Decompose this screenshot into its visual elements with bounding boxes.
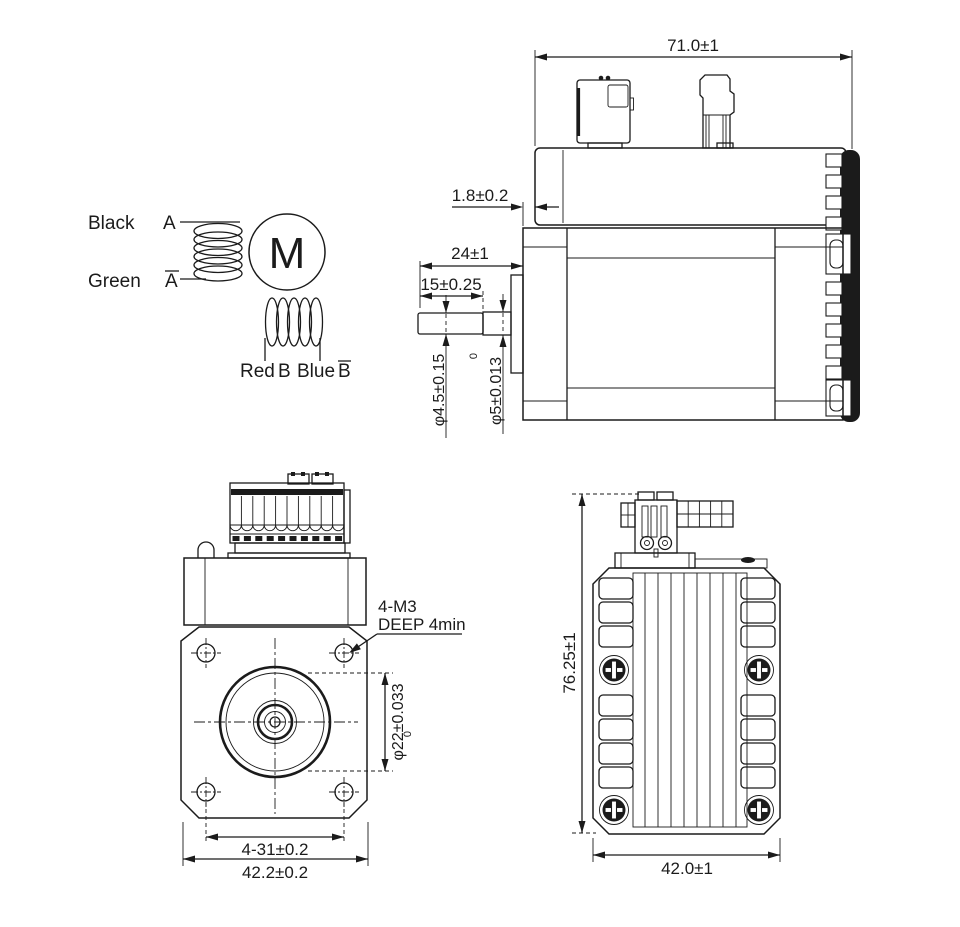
motor-body-side bbox=[522, 227, 844, 421]
dim-mount-depth: DEEP 4min bbox=[378, 615, 466, 634]
heatsink-side-slots bbox=[598, 577, 776, 789]
side-connector-left bbox=[576, 75, 634, 149]
dim-shaft-base-upper-tol: 0 bbox=[468, 353, 480, 359]
lead-blue-label: Blue bbox=[297, 361, 335, 382]
led-indicator bbox=[741, 557, 755, 563]
side-connector-right bbox=[699, 74, 735, 149]
mounting-flange bbox=[180, 626, 368, 819]
mounting-holes bbox=[191, 638, 359, 807]
dim-shaft-step-length: 15±0.25 bbox=[420, 275, 481, 294]
wiring-diagram: Black A Green A M Red B B bbox=[88, 213, 351, 382]
terminal-scallops bbox=[229, 524, 345, 532]
dim-hole-spacing: 4-31±0.2 bbox=[242, 840, 309, 859]
driver-housing bbox=[534, 147, 847, 226]
rear-connector-assembly bbox=[614, 491, 768, 569]
motor-circle bbox=[248, 213, 326, 291]
terminal-b-label: B bbox=[278, 361, 291, 382]
pilot-boss-side bbox=[510, 274, 524, 374]
corner-screws bbox=[599, 655, 774, 825]
dim-body-width: 42.0±1 bbox=[661, 859, 713, 878]
side-view: 71.0±1 bbox=[417, 36, 860, 438]
phase-b-coil bbox=[264, 297, 324, 347]
lead-black-label: Black bbox=[88, 213, 135, 234]
pilot-and-shaft bbox=[218, 665, 332, 779]
dim-shaft-length: 24±1 bbox=[451, 244, 489, 263]
dim-flange-width: 42.2±0.2 bbox=[242, 863, 308, 882]
shaft-base bbox=[482, 311, 512, 336]
dim-housing-offset: 1.8±0.2 bbox=[452, 186, 509, 205]
terminal-contacts bbox=[232, 536, 343, 541]
dim-shaft-base-diameter: φ5±0.013 bbox=[488, 357, 505, 425]
terminal-a-label: A bbox=[163, 213, 176, 234]
motor-symbol: M bbox=[269, 229, 306, 278]
terminal-dividers bbox=[240, 496, 334, 525]
dim-pilot-diameter: φ22±0.033 bbox=[390, 683, 407, 760]
dim-overall-length: 71.0±1 bbox=[667, 36, 719, 55]
terminal-b-bar-label: B bbox=[338, 361, 351, 382]
dim-mount-thread: 4-M3 bbox=[378, 597, 417, 616]
shaft-tip bbox=[417, 312, 484, 335]
dim-overall-height: 76.25±1 bbox=[560, 632, 579, 693]
heatsink-center-fins bbox=[632, 572, 748, 828]
indicator-dome bbox=[197, 541, 215, 558]
rear-view: 76.25±1 42.0±1 bbox=[560, 491, 781, 878]
lead-green-label: Green bbox=[88, 271, 141, 292]
front-view: 4-M3 DEEP 4min φ22±0.033 0 4-31±0.2 42.2… bbox=[180, 472, 466, 882]
front-housing bbox=[183, 557, 367, 626]
phase-a-coil bbox=[193, 222, 243, 282]
terminal-block bbox=[227, 472, 351, 559]
dim-shaft-tip-diameter: φ4.5±0.15 bbox=[431, 354, 448, 427]
lead-red-label: Red bbox=[240, 361, 275, 382]
terminal-a-bar-label: A bbox=[165, 271, 178, 292]
dim-pilot-upper-tol: 0 bbox=[402, 731, 414, 737]
heatsink-body bbox=[592, 567, 781, 835]
